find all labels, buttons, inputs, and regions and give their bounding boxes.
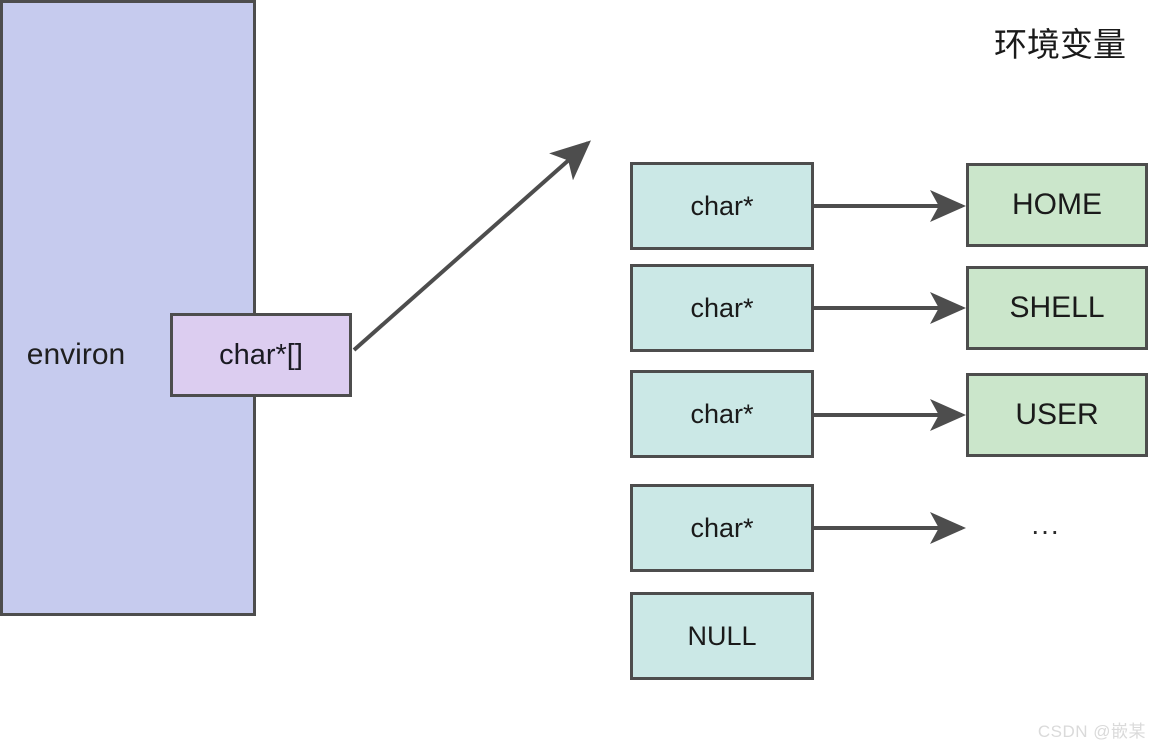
array-slot-0: char* (630, 162, 814, 250)
array-slot-1: char* (630, 264, 814, 352)
array-slot-4-null: NULL (630, 592, 814, 680)
environ-array-container (0, 0, 256, 616)
array-slot-3: char* (630, 484, 814, 572)
array-slot-label: NULL (687, 620, 757, 651)
env-box-shell: SHELL (966, 266, 1148, 350)
array-slot-label: char* (690, 398, 754, 429)
env-box-home: HOME (966, 163, 1148, 247)
environ-variable-label: environ (26, 338, 126, 371)
env-box-label: SHELL (1009, 291, 1105, 324)
arrow-environ-to-array (352, 140, 591, 352)
env-box-user: USER (966, 373, 1148, 457)
watermark: CSDN @嵌某 (1037, 722, 1146, 741)
diagram-title: 环境变量 (994, 25, 1126, 63)
env-box-label: USER (1015, 398, 1099, 431)
environ-pointer-box: char*[] (170, 313, 352, 397)
env-box-ellipsis: ... (1031, 509, 1061, 540)
array-slot-label: char* (690, 190, 754, 221)
array-slot-label: char* (690, 512, 754, 543)
env-box-label: HOME (1012, 188, 1102, 221)
environ-pointer-box-label: char*[] (219, 338, 303, 371)
array-slot-label: char* (690, 292, 754, 323)
array-slot-2: char* (630, 370, 814, 458)
